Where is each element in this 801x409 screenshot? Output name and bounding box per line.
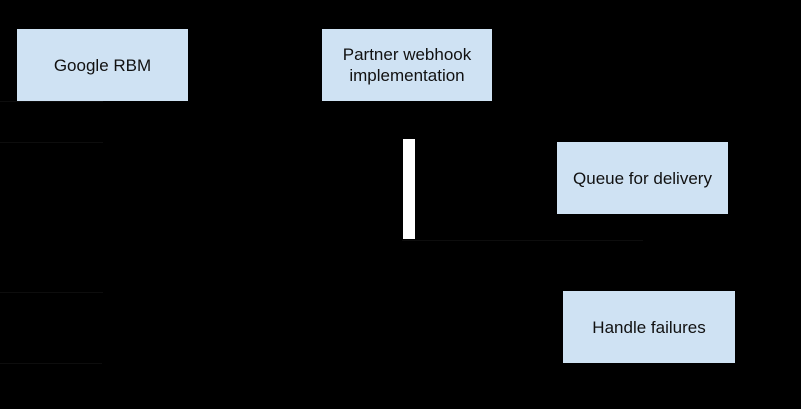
- node-queue-for-delivery: Queue for delivery: [557, 142, 728, 214]
- node-partner-webhook-implementation: Partner webhook implementation: [322, 29, 492, 101]
- faint-arrow-line: [0, 292, 103, 293]
- node-google-rbm: Google RBM: [17, 29, 188, 101]
- node-handle-failures: Handle failures: [563, 291, 735, 363]
- node-handle-failures-label: Handle failures: [592, 317, 706, 337]
- faint-arrow-line: [402, 240, 643, 241]
- faint-arrow-line: [0, 142, 103, 143]
- node-queue-for-delivery-label: Queue for delivery: [573, 168, 712, 188]
- node-google-rbm-label: Google RBM: [53, 55, 152, 75]
- faint-arrow-line: [0, 363, 102, 364]
- node-partner-webhook-implementation-label: Partner webhook implementation: [342, 45, 472, 85]
- activation-bar: [403, 139, 415, 239]
- faint-arrow-line: [0, 101, 103, 102]
